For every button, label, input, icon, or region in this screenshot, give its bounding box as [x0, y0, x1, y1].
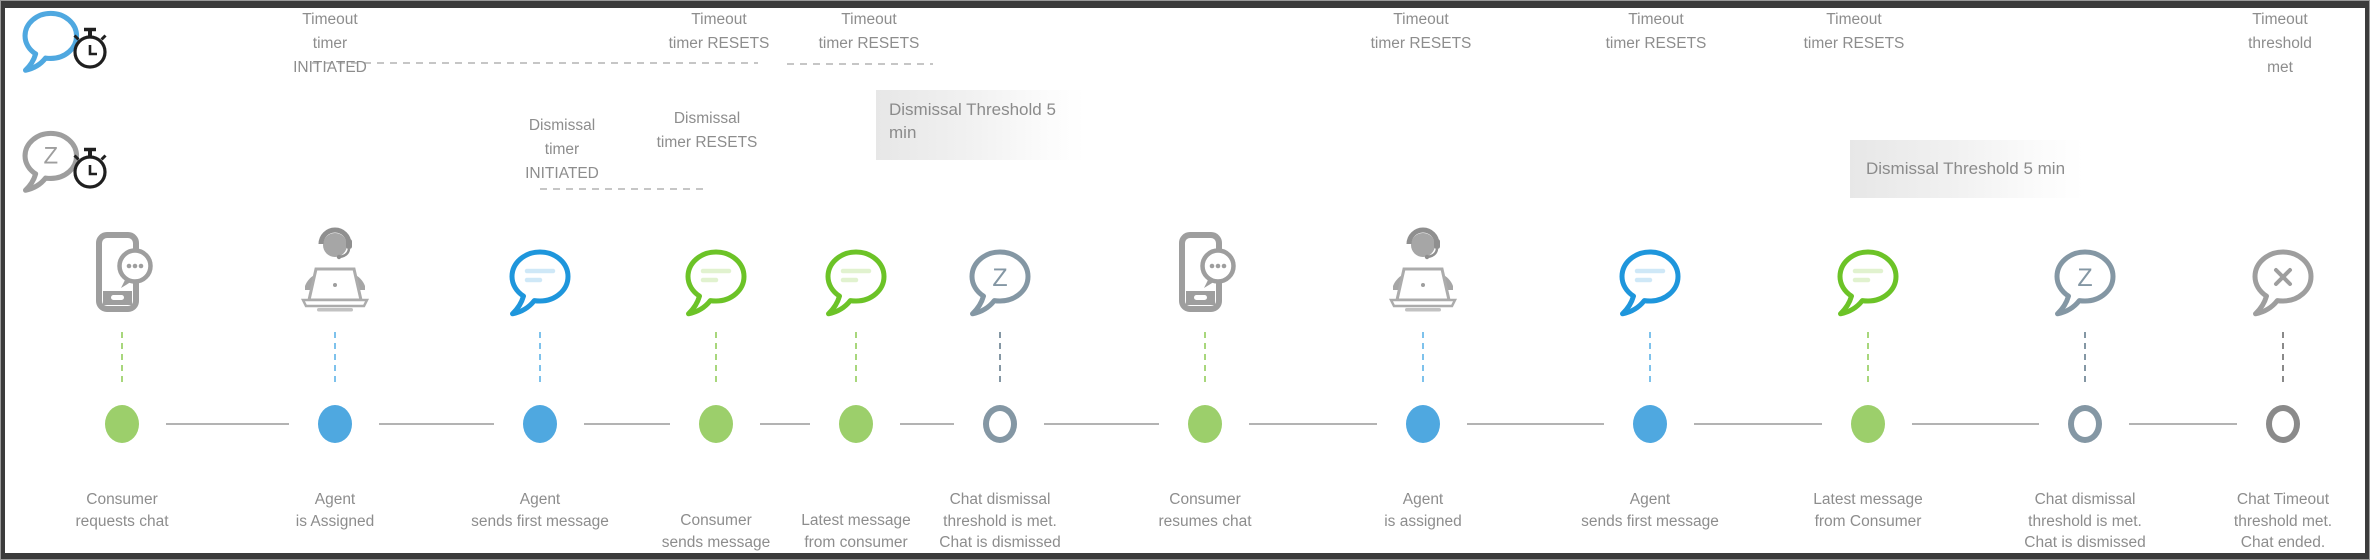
icon-connector-dashed-line — [334, 332, 336, 386]
icon-connector-dashed-line — [1204, 332, 1206, 386]
annotation-dashed-line — [787, 63, 933, 65]
timeline-dot-filled — [839, 405, 873, 443]
timeline-segment-line — [1694, 423, 1822, 425]
chat-message-bubble-icon — [1610, 244, 1690, 327]
stopwatch-icon — [73, 147, 107, 189]
icon-connector-dashed-line — [2282, 332, 2284, 386]
event-label: Consumer requests chat — [75, 491, 169, 530]
icon-connector-dashed-line — [1867, 332, 1869, 386]
icon-connector-dashed-line — [855, 332, 857, 386]
timeline-segment-line — [1467, 423, 1604, 425]
timeline-dot-filled — [523, 405, 557, 443]
dismissal-timer-legend-icon: Z — [12, 124, 116, 213]
timeout-event-label: Timeout timer RESETS — [668, 11, 770, 52]
timeline-segment-line — [760, 423, 810, 425]
timeline-segment-line — [379, 423, 494, 425]
icon-connector-dashed-line — [2084, 332, 2086, 386]
timeline-dot-open — [2266, 405, 2300, 443]
annotation-dashed-line — [312, 62, 758, 64]
chat-dismissal-z-icon: Z — [2045, 244, 2125, 327]
event-label: Consumer sends message — [661, 512, 771, 551]
event-label: Consumer resumes chat — [1158, 491, 1252, 530]
phone-chat-icon — [82, 230, 162, 321]
timeout-event-label: Timeout timer INITIATED — [293, 11, 367, 76]
chat-ended-x-icon — [2243, 244, 2323, 327]
icon-connector-dashed-line — [539, 332, 541, 386]
dismissal-event-label: Dismissal timer INITIATED — [525, 117, 599, 182]
timeline-dot-filled — [318, 405, 352, 443]
chat-message-bubble-icon — [816, 244, 896, 327]
svg-text:Z: Z — [992, 264, 1007, 292]
agent-headset-icon — [1375, 224, 1471, 323]
timeline-segment-line — [1044, 423, 1159, 425]
phone-chat-icon — [1165, 230, 1245, 321]
timeline-segment-line — [900, 423, 954, 425]
chat-message-bubble-icon — [1828, 244, 1908, 327]
event-label: Agent is assigned — [1384, 491, 1462, 530]
timeline-segment-line — [1912, 423, 2039, 425]
svg-text:Z: Z — [43, 143, 58, 170]
timeline-dot-open — [2068, 405, 2102, 443]
event-label: Agent is Assigned — [295, 491, 375, 530]
event-label: Chat dismissal threshold is met. Chat is… — [939, 491, 1061, 551]
timeline-dot-filled — [1406, 405, 1440, 443]
timeout-event-label: Timeout timer RESETS — [1605, 11, 1707, 52]
timeline-dot-open — [983, 405, 1017, 443]
timeline-segment-line — [166, 423, 289, 425]
annotation-dashed-line — [540, 188, 709, 190]
timeline-dot-filled — [1633, 405, 1667, 443]
event-label: Chat Timeout threshold met. Chat ended. — [2233, 491, 2333, 551]
event-label: Latest message from Consumer — [1813, 491, 1923, 530]
timeout-event-label: Timeout timer RESETS — [1370, 11, 1472, 52]
timeout-event-label: Timeout timer RESETS — [818, 11, 920, 52]
timeline-segment-line — [584, 423, 670, 425]
icon-connector-dashed-line — [1422, 332, 1424, 386]
dismissal-event-label: Dismissal timer RESETS — [656, 110, 758, 151]
timeline-dot-filled — [1188, 405, 1222, 443]
dismissal-threshold-box: Dismissal Threshold 5 min — [876, 90, 1085, 160]
chat-message-bubble-icon — [500, 244, 580, 327]
timeout-timer-legend-icon — [12, 4, 116, 93]
chat-message-bubble-icon — [676, 244, 756, 327]
event-label: Agent sends first message — [471, 491, 609, 530]
timeout-event-label: Timeout timer RESETS — [1803, 11, 1905, 52]
timeline-segment-line — [1249, 423, 1377, 425]
timeline-segment-line — [2129, 423, 2237, 425]
svg-text:Z: Z — [2077, 264, 2092, 292]
chat-dismissal-z-icon: Z — [960, 244, 1040, 327]
timeout-event-label: Timeout threshold met — [2248, 11, 2312, 76]
event-label: Latest message from consumer — [801, 512, 911, 551]
event-label: Agent sends first message — [1581, 491, 1719, 530]
timeline-dot-filled — [1851, 405, 1885, 443]
event-label: Chat dismissal threshold is met. Chat is… — [2024, 491, 2146, 551]
icon-connector-dashed-line — [1649, 332, 1651, 386]
timeline-dot-filled — [105, 405, 139, 443]
icon-connector-dashed-line — [121, 332, 123, 386]
icon-connector-dashed-line — [715, 332, 717, 386]
timeline-dot-filled — [699, 405, 733, 443]
icon-connector-dashed-line — [999, 332, 1001, 386]
dismissal-threshold-box: Dismissal Threshold 5 min — [1850, 140, 2084, 198]
agent-headset-icon — [287, 224, 383, 323]
stopwatch-icon — [73, 27, 107, 69]
